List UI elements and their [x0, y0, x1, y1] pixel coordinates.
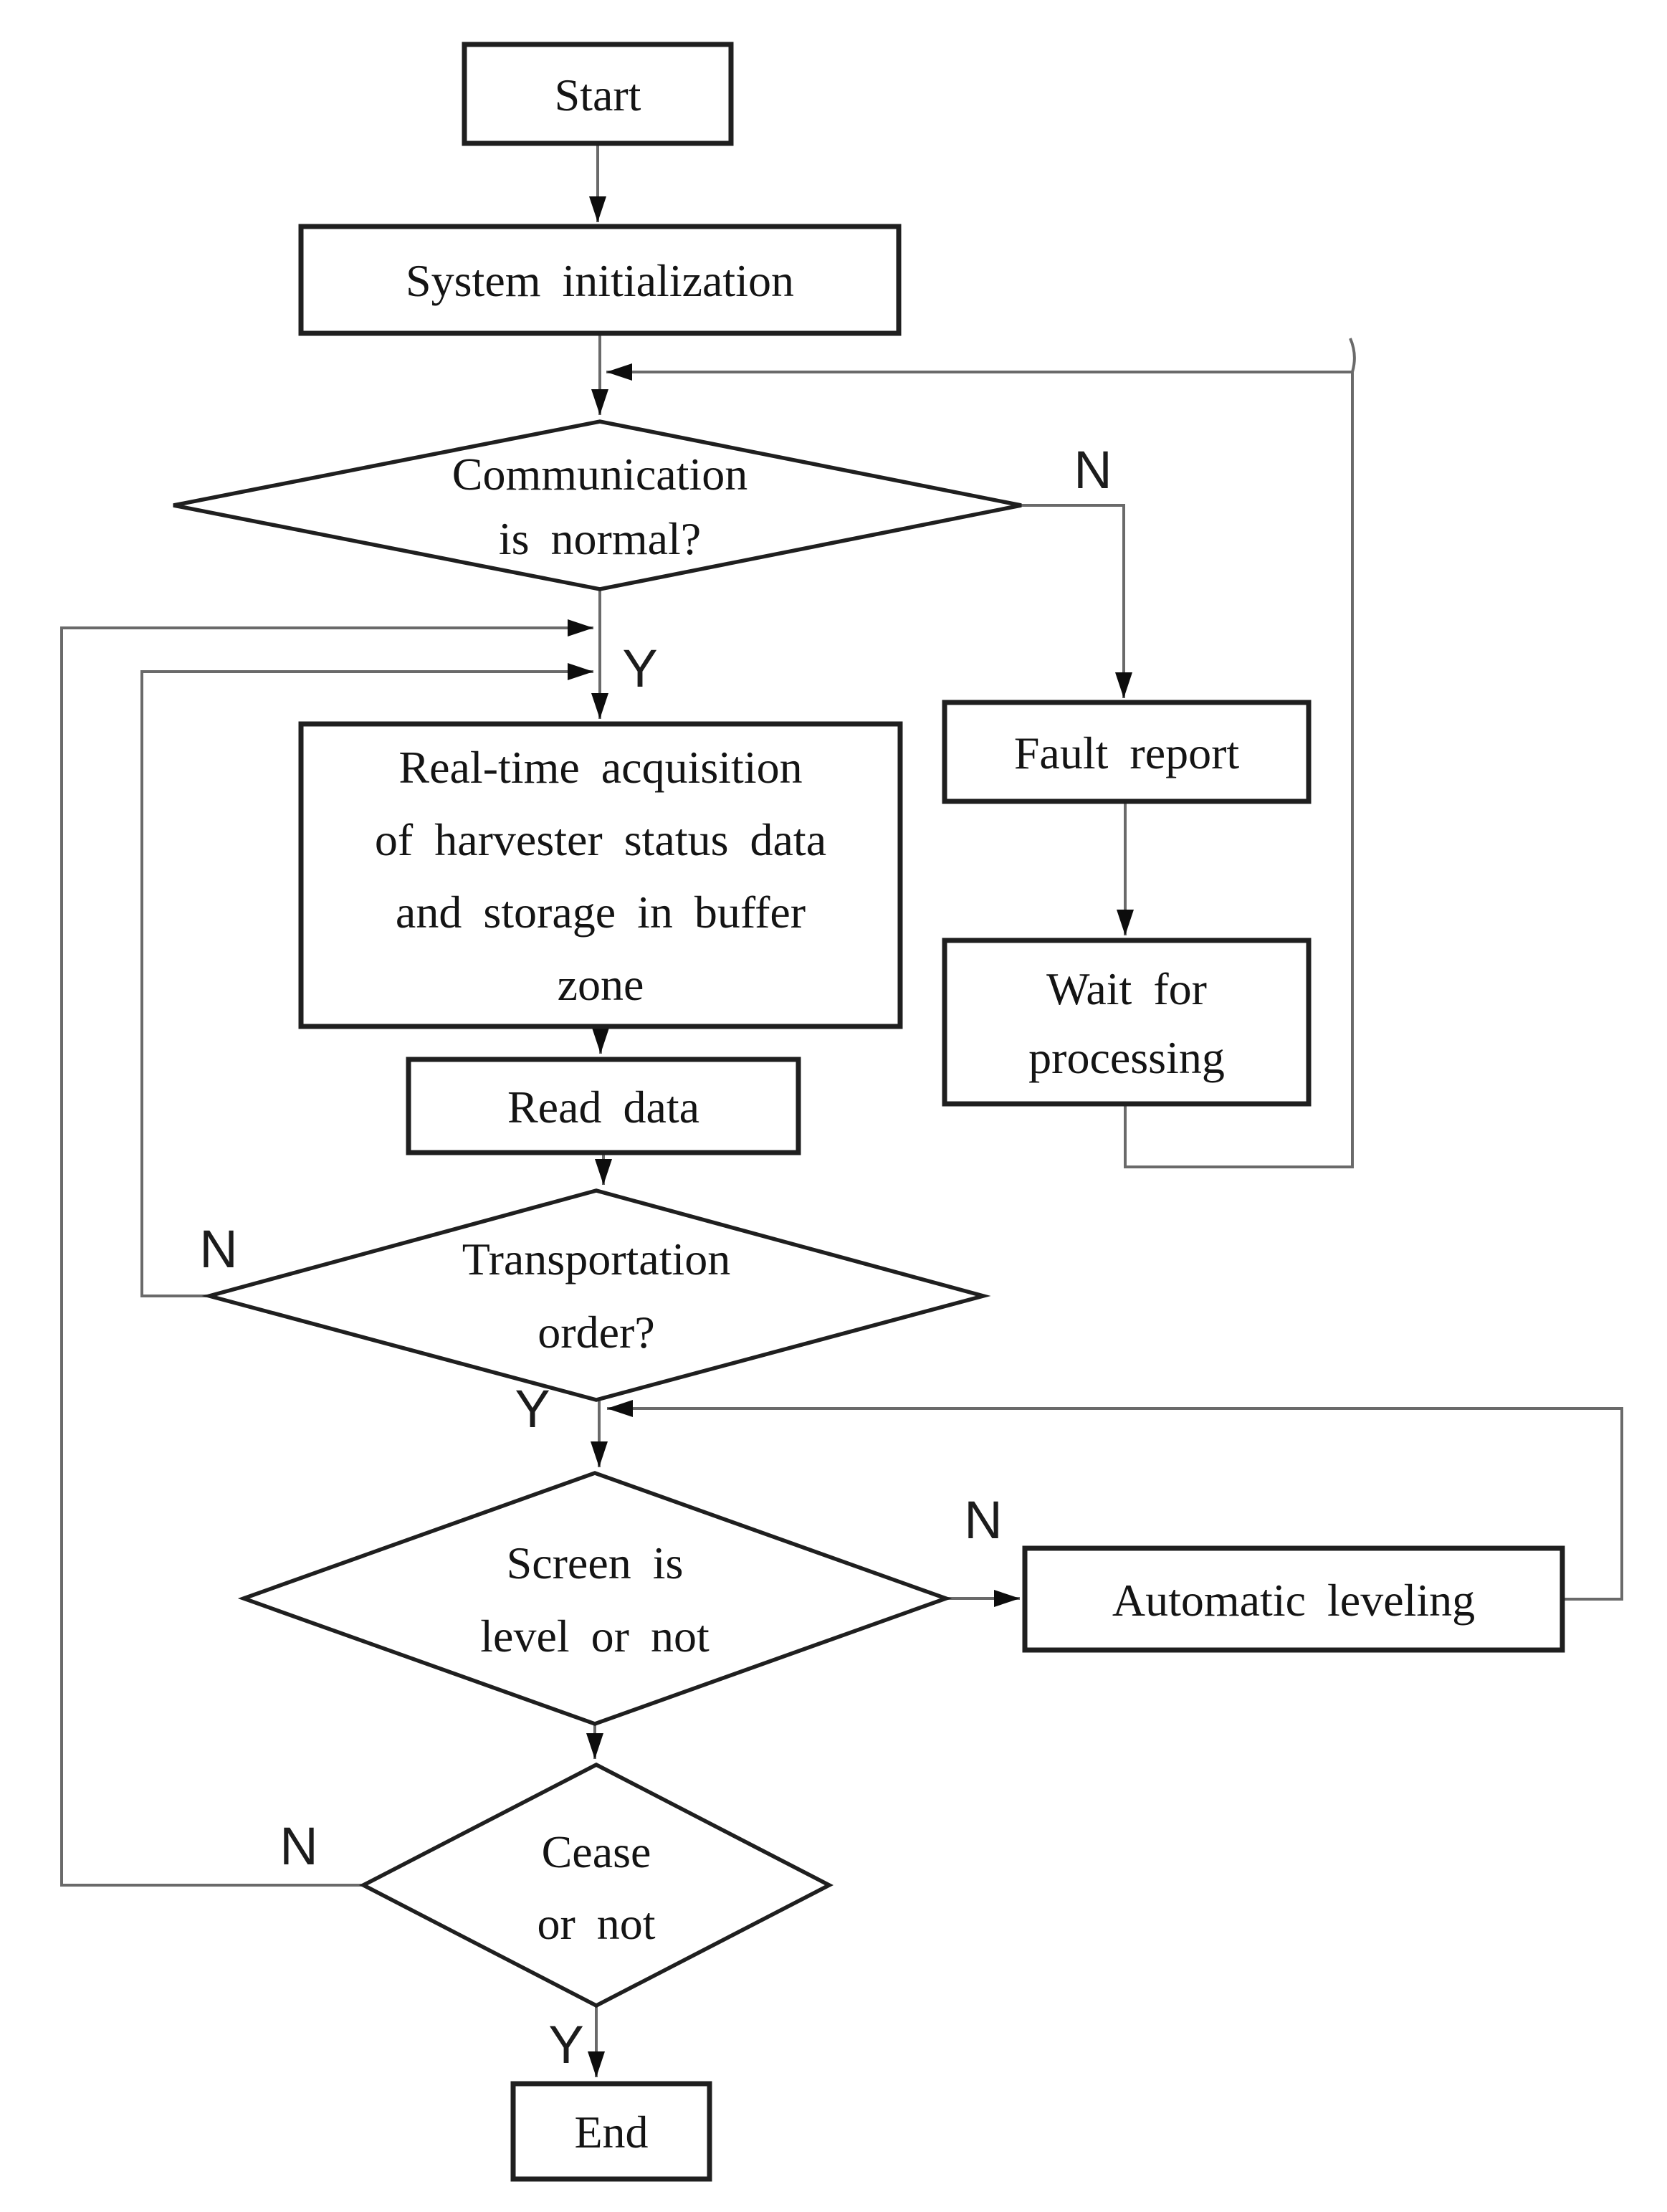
automatic-leveling-label: Automatic leveling	[1112, 1575, 1475, 1626]
node-cease-check: Cease or not	[359, 1762, 834, 2008]
edge-leveling-feedback	[607, 1400, 1623, 1601]
edges	[60, 143, 1623, 2077]
communication-label-line2: is normal?	[499, 513, 701, 564]
wait-processing-box	[942, 938, 1312, 1107]
acquisition-label-line1: Real-time acquisition	[398, 742, 802, 793]
edge-comm-no-to-fault	[1021, 504, 1132, 698]
screen-level-label-line2: level or not	[480, 1611, 710, 1662]
edge-wait-feedback-to-comm	[606, 363, 1354, 1168]
node-wait-processing: Wait for processing	[942, 938, 1312, 1107]
edge-transport-no-feedback	[140, 663, 593, 1297]
line-overshoot-artifact	[1349, 338, 1356, 373]
screen-level-diamond	[237, 1471, 952, 1726]
label-comm-yes: Y	[622, 639, 657, 698]
communication-diamond	[173, 419, 1022, 591]
cease-diamond	[359, 1762, 834, 2008]
node-end: End	[510, 2081, 712, 2182]
cease-label-line1: Cease	[542, 1826, 651, 1877]
transportation-label-line2: order?	[538, 1307, 654, 1358]
node-read-data: Read data	[406, 1057, 801, 1155]
node-screen-level-check: Screen is level or not	[237, 1471, 952, 1726]
wait-processing-label-line2: processing	[1028, 1032, 1225, 1083]
node-start: Start	[462, 42, 734, 146]
system-init-box	[298, 224, 902, 336]
communication-label-line1: Communication	[452, 449, 747, 500]
node-automatic-leveling: Automatic leveling	[1022, 1545, 1565, 1653]
label-cease-no: N	[280, 1816, 317, 1876]
nodes: Start System initialization Communicatio…	[173, 42, 1565, 2182]
start-label: Start	[555, 70, 641, 120]
cease-label-line2: or not	[537, 1898, 655, 1949]
acquisition-label-line2: of harvester status data	[375, 814, 826, 865]
end-box	[510, 2081, 712, 2182]
label-screen-no: N	[964, 1490, 1002, 1550]
label-cease-yes: Y	[548, 2015, 583, 2074]
node-fault-report: Fault report	[942, 700, 1312, 804]
acquisition-label-line4: zone	[558, 959, 644, 1010]
start-box	[462, 42, 734, 146]
acquisition-box	[298, 721, 903, 1029]
label-comm-no: N	[1074, 440, 1112, 500]
automatic-leveling-box	[1022, 1545, 1565, 1653]
transportation-label-line1: Transportation	[462, 1234, 731, 1284]
label-transport-yes: Y	[515, 1379, 550, 1439]
screen-level-label-line1: Screen is	[507, 1538, 684, 1588]
system-init-label: System initialization	[406, 255, 794, 306]
node-system-initialization: System initialization	[298, 224, 902, 336]
branch-labels: N Y N Y N N Y	[199, 440, 1112, 2074]
fault-report-box	[942, 700, 1312, 804]
transportation-diamond	[201, 1188, 991, 1402]
node-transportation-check: Transportation order?	[201, 1188, 991, 1402]
end-label: End	[574, 2107, 648, 2158]
acquisition-label-line3: and storage in buffer	[396, 887, 806, 938]
node-communication-check: Communication is normal?	[173, 419, 1022, 591]
read-data-label: Read data	[507, 1082, 699, 1133]
fault-report-label: Fault report	[1014, 728, 1240, 778]
label-transport-no: N	[199, 1219, 237, 1279]
node-realtime-acquisition: Real-time acquisition of harvester statu…	[298, 721, 903, 1029]
edge-cease-no-feedback	[60, 619, 593, 1887]
wait-processing-label-line1: Wait for	[1046, 963, 1207, 1014]
read-data-box	[406, 1057, 801, 1155]
